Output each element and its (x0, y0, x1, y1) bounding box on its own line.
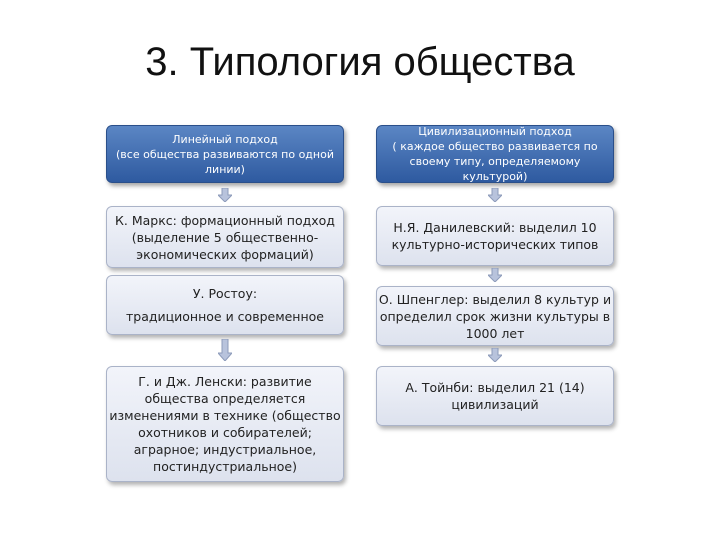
arrow-down-icon (488, 188, 502, 202)
marx-line-1: К. Маркс: формационный подход (115, 212, 335, 228)
lenski-line-4: охотников и собирателей; (138, 425, 312, 440)
danilevsky-line-2: культурно-исторических типов (391, 237, 599, 252)
marx-line-2: (выделение 5 общественно- (131, 229, 319, 245)
rostow-line-2: традиционное и современное (126, 309, 324, 324)
arrow-down-icon (488, 348, 502, 362)
civilizational-approach-title: Цивилизационный подход (418, 125, 572, 138)
arrow-down-icon (218, 188, 232, 202)
lenski-line-1: Г. и Дж. Ленски: развитие (138, 374, 312, 389)
civilizational-approach-desc-2: своему типу, определяемому культурой) (409, 155, 581, 183)
lenski-line-6: постиндустриальное) (153, 459, 297, 474)
rostow-line-1: У. Ростоу: (192, 286, 258, 301)
danilevsky-line-1: Н.Я. Данилевский: выделил 10 (393, 220, 597, 235)
lenski-line-5: аграрное; индустриальное, (133, 442, 317, 457)
spengler-line-1: О. Шпенглер: выделил 8 культур и (378, 291, 612, 307)
lenski-line-2: общества определяется (144, 391, 306, 406)
arrow-down-icon (488, 268, 502, 282)
toynbee-node: А. Тойнби: выделил 21 (14) цивилизаций (376, 366, 614, 426)
danilevsky-node: Н.Я. Данилевский: выделил 10 культурно-и… (376, 206, 614, 266)
toynbee-line-1: А. Тойнби: выделил 21 (14) (405, 380, 585, 395)
linear-approach-title: Линейный подход (172, 132, 278, 146)
spengler-line-2: определил срок жизни культуры в (379, 308, 611, 324)
marx-line-3: экономических формаций) (136, 246, 314, 262)
lenski-node: Г. и Дж. Ленски: развитие общества опред… (106, 366, 344, 482)
spengler-line-3: 1000 лет (465, 325, 525, 341)
lenski-line-3: изменениями в технике (общество (109, 408, 341, 423)
linear-approach-desc-2: линии) (205, 162, 245, 176)
linear-approach-desc-1: (все общества развиваются по одной (116, 147, 334, 161)
marx-node: К. Маркс: формационный подход (выделение… (106, 206, 344, 268)
civilizational-approach-header: Цивилизационный подход ( каждое общество… (376, 125, 614, 183)
rostow-node: У. Ростоу: традиционное и современное (106, 275, 344, 335)
slide-title: 3. Типология общества (145, 40, 575, 84)
toynbee-line-2: цивилизаций (451, 397, 539, 412)
spengler-node: О. Шпенглер: выделил 8 культур и определ… (376, 286, 614, 346)
linear-approach-header: Линейный подход (все общества развиваютс… (106, 125, 344, 183)
civilizational-approach-desc-1: ( каждое общество развивается по (392, 140, 598, 153)
arrow-down-icon (218, 339, 232, 361)
